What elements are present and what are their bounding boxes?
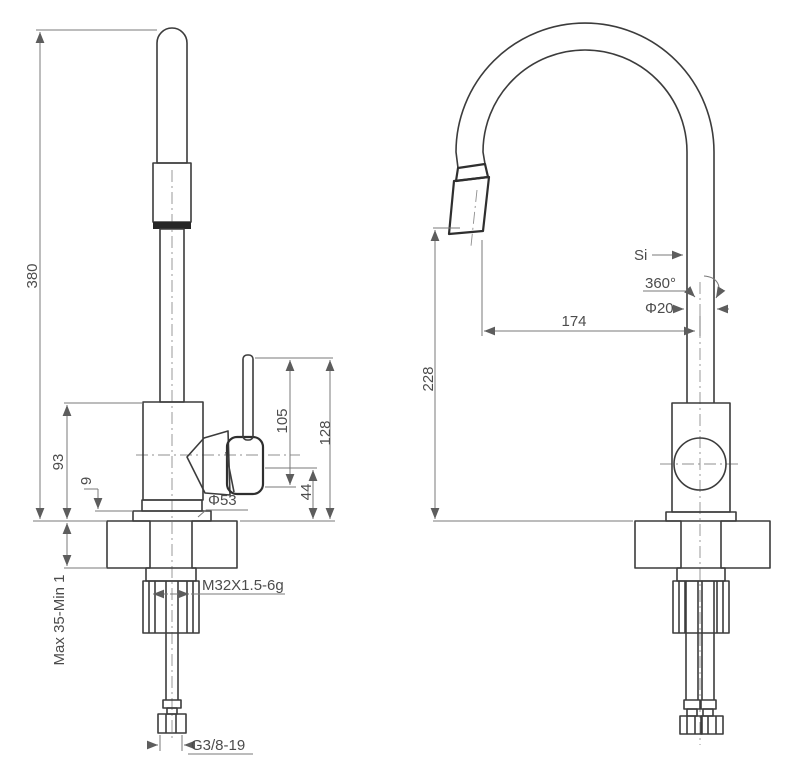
dim-spout-reach: 174 (561, 313, 586, 330)
side-shank-flange (676, 567, 726, 582)
side-nut-knurl (678, 581, 724, 633)
gooseneck-inner-arc (482, 49, 688, 165)
hose-hex-connector (157, 713, 187, 734)
ball-joint (673, 437, 727, 491)
hex-connector-right (700, 715, 724, 735)
dim-valve-to-deck: 44 (298, 484, 315, 501)
side-countertop-left (634, 520, 682, 569)
dim-lever-to-deck: 128 (317, 420, 334, 445)
faucet-body (142, 401, 204, 501)
dim-body-height: 93 (50, 454, 67, 471)
dim-escutcheon-diameter: Φ53 (208, 492, 237, 509)
collar-band (153, 222, 191, 229)
side-countertop-right (720, 520, 771, 569)
nut-knurl (148, 581, 194, 633)
spray-head (447, 175, 491, 236)
hex-facets (686, 716, 717, 734)
handle-lever (242, 354, 254, 441)
dim-supply-thread: G3/8-19 (191, 737, 245, 754)
label-pipe-diameter: Φ20 (645, 300, 674, 317)
hose-joint-right (700, 699, 717, 710)
side-mounting-nut (672, 580, 730, 634)
escutcheon-lower (132, 510, 212, 522)
hose-stub-left (686, 708, 698, 717)
label-swivel-angle: 360° (645, 275, 676, 292)
supply-tube (165, 581, 179, 700)
gooseneck-outer-arc (455, 22, 715, 169)
front-view: 380 93 9 Max 35-Min 1 105 128 44 Φ53 M32… (24, 27, 335, 755)
handle-bulge (225, 435, 265, 496)
countertop-left (106, 520, 151, 569)
dim-countertop-range: Max 35-Min 1 (51, 575, 68, 666)
valve-cone (186, 430, 231, 496)
handle-split-line (225, 451, 235, 493)
label-si: Si (634, 247, 647, 264)
dim-outlet-height: 228 (420, 366, 437, 391)
spout-tube (156, 27, 188, 164)
countertop-right (191, 520, 238, 569)
hex-connector-left (679, 715, 703, 735)
dim-base-plate: 9 (78, 477, 95, 485)
supply-hoses (685, 581, 715, 700)
side-view: Si 360° Φ20 174 228 (420, 22, 771, 745)
hose-joint-left (683, 699, 701, 710)
side-escutcheon (665, 511, 737, 522)
mounting-nut (142, 580, 200, 634)
hose-stub-right (702, 708, 714, 717)
dim-overall-height: 380 (24, 263, 41, 288)
side-dimensions (430, 227, 729, 522)
side-body (671, 402, 731, 513)
front-dimensions (33, 29, 335, 755)
dim-mounting-thread: M32X1.5-6g (202, 577, 284, 594)
shank-flange (145, 567, 197, 582)
dim-lever-to-valve: 105 (274, 408, 291, 433)
spray-head-axis (470, 189, 478, 247)
